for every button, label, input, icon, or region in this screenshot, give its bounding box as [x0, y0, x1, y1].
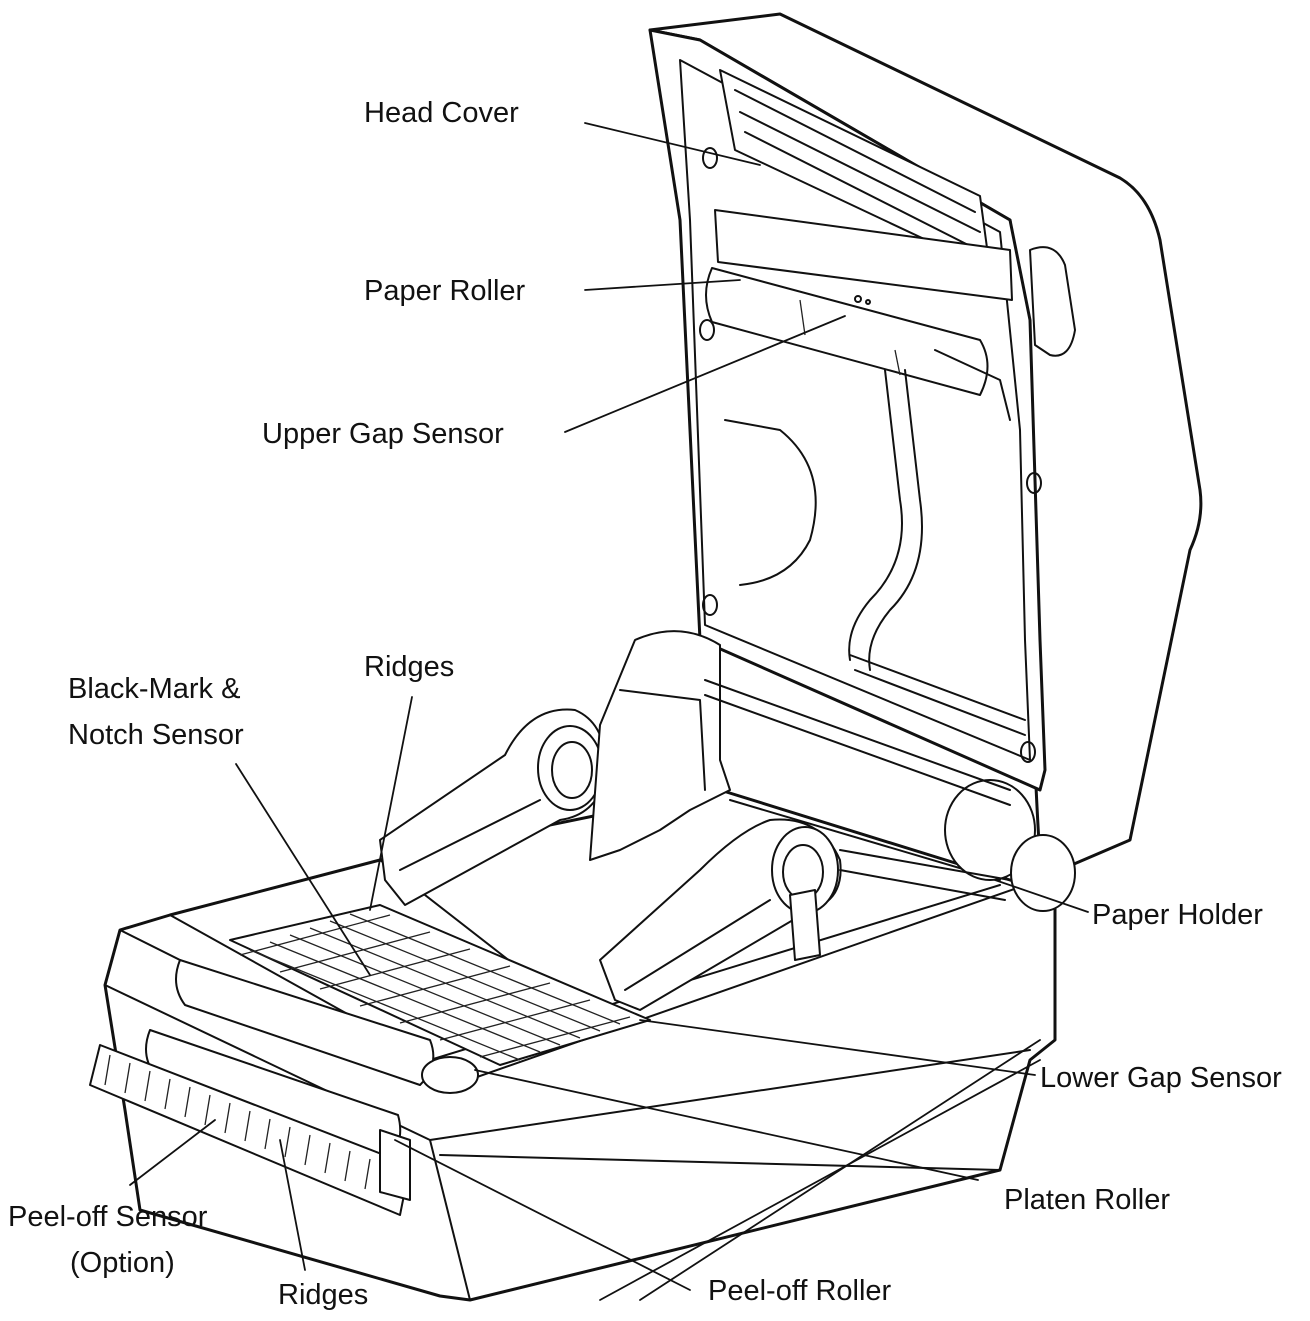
label-peel-off-sensor-line2: (Option): [70, 1247, 175, 1279]
label-peel-off-sensor-line1: Peel-off Sensor: [8, 1201, 208, 1233]
leader-lower-gap-sensor: [639, 1019, 1036, 1076]
printer-base-illustration: [103, 788, 1057, 1302]
leader-paper-roller: [584, 279, 741, 291]
leader-lines: [129, 122, 1089, 1301]
label-ridges-top: Ridges: [364, 651, 455, 683]
label-black-mark-line2: Notch Sensor: [68, 719, 244, 751]
leader-base-front-2: [639, 1039, 1041, 1301]
leader-peel-off-roller: [394, 1139, 691, 1291]
label-paper-roller: Paper Roller: [364, 275, 526, 307]
leader-peel-off-sensor: [129, 1119, 216, 1186]
label-black-mark-line1: Black-Mark &: [68, 673, 241, 705]
head-cover-illustration: [648, 12, 1203, 872]
paper-holder-illustration: [379, 630, 1076, 1011]
peel-off-flap-illustration: [89, 1044, 411, 1216]
label-peel-off-roller: Peel-off Roller: [708, 1275, 892, 1307]
leader-ridges-top: [369, 696, 413, 911]
platen-roller-illustration: [145, 959, 479, 1161]
leader-paper-holder: [994, 879, 1089, 913]
leader-platen-roller: [474, 1069, 979, 1181]
leader-ridges-bottom: [279, 1139, 306, 1271]
media-tray-illustration: [229, 904, 651, 1066]
label-platen-roller: Platen Roller: [1004, 1184, 1171, 1216]
leader-head-cover: [584, 122, 761, 166]
label-lower-gap-sensor: Lower Gap Sensor: [1040, 1062, 1282, 1094]
label-upper-gap-sensor: Upper Gap Sensor: [262, 418, 504, 450]
label-head-cover: Head Cover: [364, 97, 519, 129]
label-ridges-bottom: Ridges: [278, 1279, 369, 1311]
label-paper-holder: Paper Holder: [1092, 899, 1263, 931]
leader-black-mark-sensor: [235, 763, 371, 976]
leader-base-front-1: [599, 1059, 1041, 1301]
leader-upper-gap-sensor: [564, 315, 846, 433]
